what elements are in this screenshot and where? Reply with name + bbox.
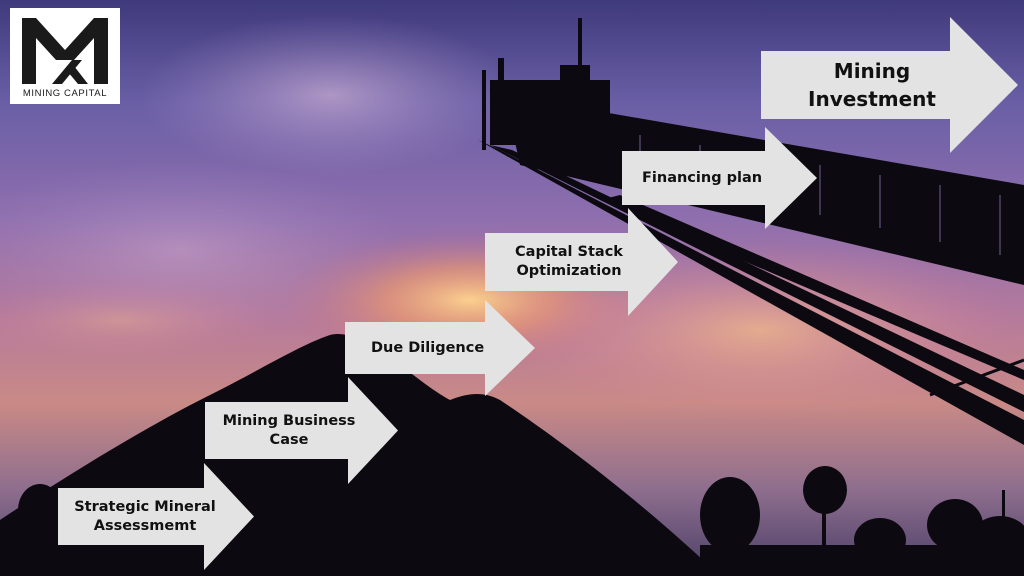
arrow-shape-icon [622,127,817,229]
logo-text: MINING CAPITAL [22,88,108,99]
step-label: Financing plan [642,169,763,186]
arrow-shape-icon [485,208,678,316]
arrow-shape-icon [58,463,254,570]
step-arrow-financing-plan: Financing plan [622,127,817,229]
step-label: Mining Investment [808,59,936,111]
step-arrow-mining-investment: Mining Investment [761,17,1018,153]
step-arrow-due-diligence: Due Diligence [345,300,535,396]
step-label: Strategic Mineral Assessmemt [74,498,216,534]
mx-monogram-logo-icon [22,18,108,84]
mining-capital-logo: MINING CAPITAL [10,8,120,104]
step-label: Capital Stack Optimization [515,244,623,279]
arrow-shape-icon [205,377,398,484]
step-label: Mining Business Case [222,412,356,448]
step-label: Due Diligence [371,339,485,356]
arrow-shape-icon [761,17,1018,153]
step-arrow-strategic-mineral-assessment: Strategic Mineral Assessmemt [58,463,254,570]
step-arrow-mining-business-case: Mining Business Case [205,377,398,484]
arrow-shape-icon [345,300,535,396]
step-arrow-capital-stack-optimization: Capital Stack Optimization [485,208,678,316]
